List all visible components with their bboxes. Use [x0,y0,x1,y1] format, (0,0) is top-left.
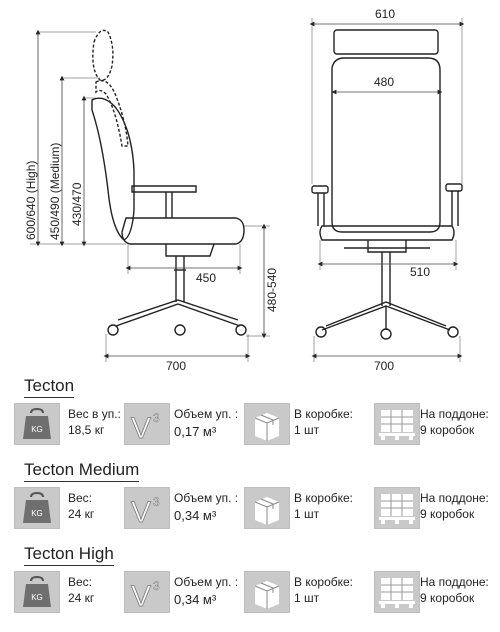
svg-text:V: V [131,496,151,528]
weight-label: Вес в уп.: [68,407,121,421]
svg-text:V: V [131,412,151,444]
dim-top-width: 610 [375,7,395,21]
front-seat [319,225,455,241]
weight-icon: KG [14,403,60,445]
side-casters [107,324,247,336]
svg-text:3: 3 [153,495,160,509]
seat [121,217,245,245]
volume-icon: V 3 [124,487,170,529]
svg-text:3: 3 [153,411,160,425]
box-icon [244,487,290,529]
front-headrest [333,29,439,55]
pallet-value: 9 коробок [420,591,475,605]
box-value: 1 шт [294,423,320,437]
volume-icon: V 3 [124,403,170,445]
box-label: В коробке: [294,491,354,505]
weight-icon: KG [14,571,60,613]
dim-base-side: 700 [166,359,186,370]
pallet-icon [374,487,420,529]
pallet-label: На поддоне: [420,491,489,505]
box-icon [244,403,290,445]
box-label: В коробке: [294,407,354,421]
dim-seat-width: 510 [410,265,430,279]
dim-seat-height: 480-540 [265,268,279,312]
product-name: Tecton [24,376,75,398]
weight-label: Вес: [68,575,93,589]
volume-label: Объем уп. : [174,575,239,589]
svg-text:KG: KG [31,425,43,434]
dim-base-front: 700 [374,359,394,370]
svg-text:KG: KG [31,593,43,602]
box-value: 1 шт [294,507,320,521]
front-casters [315,326,459,340]
front-view [311,29,463,331]
weight-value: 18,5 кг [68,423,105,437]
box-icon [244,571,290,613]
dim-back-high: 600/640 (High) [24,161,38,240]
weight-label: Вес: [68,491,93,505]
dim-seat-depth: 450 [196,271,216,285]
svg-text:V: V [131,580,151,612]
volume-value: 0,17 м³ [174,424,217,439]
box-label: В коробке: [294,575,354,589]
pallet-label: На поддоне: [420,407,489,421]
pallet-label: На поддоне: [420,575,489,589]
volume-label: Объем уп. : [174,407,239,421]
svg-text:KG: KG [31,509,43,518]
pallet-value: 9 коробок [420,507,475,521]
chair-dimension-drawing: 600/640 (High) 450/490 (Medium) 430/470 … [24,7,465,370]
box-value: 1 шт [294,591,320,605]
dim-back-low: 430/470 [70,182,84,226]
headrest-outline [92,29,114,81]
svg-text:3: 3 [153,579,160,593]
side-view [91,29,245,327]
volume-value: 0,34 м³ [174,508,217,523]
front-backrest [331,57,441,233]
armrest [131,185,197,193]
backrest [91,97,135,241]
product-name: Tecton High [24,544,114,566]
product-name: Tecton Medium [24,460,140,482]
dim-headrest-width: 480 [374,75,394,89]
side-base [115,303,241,327]
volume-icon: V 3 [124,571,170,613]
volume-label: Объем уп. : [174,491,239,505]
volume-value: 0,34 м³ [174,592,217,607]
pallet-icon [374,571,420,613]
pallet-value: 9 коробок [420,423,475,437]
weight-value: 24 кг [68,507,95,521]
dim-back-medium: 450/490 (Medium) [48,143,62,240]
weight-value: 24 кг [68,591,95,605]
back-extension-outline [95,79,129,147]
weight-icon: KG [14,487,60,529]
pallet-icon [374,403,420,445]
